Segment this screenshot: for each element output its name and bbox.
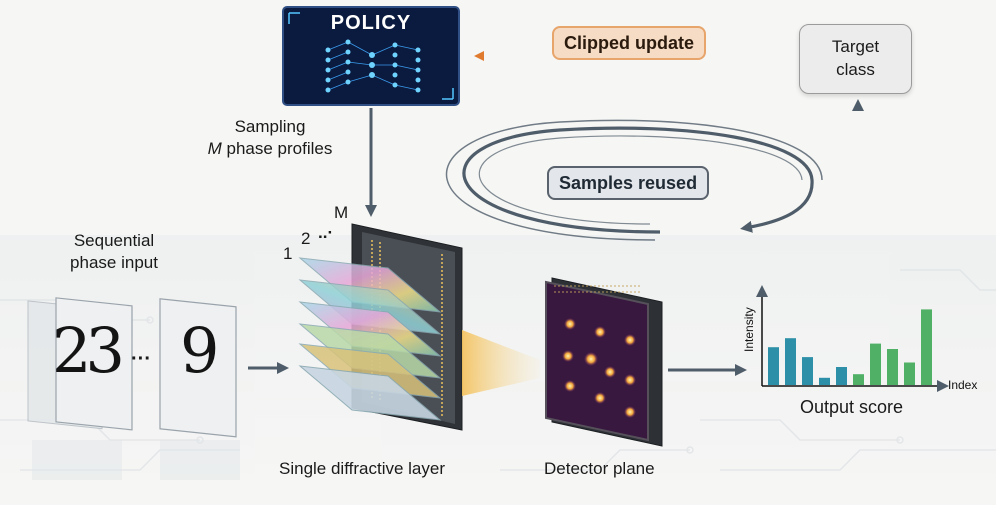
stack-index-dots: ..· [318, 223, 334, 242]
target-class-box: Target class [799, 24, 912, 94]
stack-index-m: M [334, 203, 349, 222]
policy-network [282, 6, 460, 106]
output-bar-2 [785, 338, 796, 385]
clipped-update-label: Clipped update [552, 26, 706, 60]
light-beam [462, 330, 540, 396]
detector-plane-label: Detector plane [544, 459, 655, 478]
output-bar-10 [921, 309, 932, 385]
detector-spots [562, 318, 636, 418]
detector-plane [545, 277, 663, 447]
sampling-line2: M phase profiles [190, 138, 350, 160]
output-chart [756, 285, 949, 392]
output-bar-5 [836, 367, 847, 385]
diffractive-stack [298, 223, 463, 431]
sampling-var: M [207, 139, 222, 158]
digit-frame-first: 23 [52, 314, 125, 387]
output-bar-8 [887, 349, 898, 385]
output-score-label: Output score [800, 397, 904, 417]
target-class-label: Target class [800, 35, 911, 81]
target-class-text: Target class [831, 37, 880, 79]
policy-title: POLICY [330, 12, 412, 34]
sequential-input-label: Sequential phase input [44, 230, 184, 274]
output-bar-7 [870, 343, 881, 385]
input-frames [27, 297, 240, 480]
stack-index-2: 2 [301, 229, 311, 248]
samples-reused-label: Samples reused [547, 166, 710, 200]
output-bar-1 [768, 347, 779, 385]
stack-index-1: 1 [283, 244, 293, 263]
sequential-line1: Sequential [73, 231, 155, 250]
sampling-rest: phase profiles [221, 139, 333, 158]
chart-xlabel: Index [948, 378, 978, 392]
sampling-line1: Sampling [234, 117, 306, 136]
output-bar-6 [853, 374, 864, 385]
frames-ellipsis: ··· [131, 348, 151, 370]
neural-net-nodes [325, 39, 421, 93]
output-bar-9 [904, 362, 915, 385]
sequential-line2: phase input [70, 253, 158, 272]
sampling-label: Sampling M phase profiles [190, 116, 350, 160]
chart-ylabel: Intensity [742, 307, 756, 352]
digit-frame-last: 9 [180, 314, 220, 387]
output-bar-3 [802, 357, 813, 385]
chart-bars [768, 309, 932, 385]
neural-net-icon [327, 41, 419, 91]
diffractive-layer-label: Single diffractive layer [279, 459, 445, 478]
samples-reused-loop [446, 119, 823, 241]
output-bar-4 [819, 377, 830, 385]
